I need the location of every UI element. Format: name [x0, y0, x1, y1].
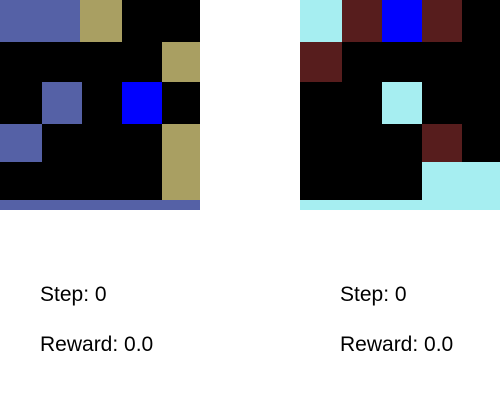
tile-maroon: [422, 124, 462, 162]
step-counter-left: Step: 0: [40, 283, 107, 306]
game-board-right: [300, 0, 500, 210]
tile-olive: [162, 42, 200, 82]
tile-maroon: [300, 42, 342, 82]
reward-display-right: Reward: 0.0: [340, 333, 454, 356]
tile-olive: [80, 0, 122, 42]
reward-display-left: Reward: 0.0: [40, 333, 154, 356]
step-counter-right: Step: 0: [340, 283, 407, 306]
tile-slate: [0, 0, 80, 42]
tile-maroon: [342, 0, 382, 42]
agent-tile: [382, 0, 422, 42]
tile-slate: [0, 124, 42, 162]
tile-cyan: [382, 82, 422, 124]
tile-olive: [162, 124, 200, 202]
game-board-left: [0, 0, 200, 210]
tile-cyan: [300, 0, 342, 42]
bottom-bar-cyan: [300, 200, 500, 210]
tile-slate: [42, 82, 82, 124]
tile-maroon: [422, 0, 462, 42]
agent-tile: [122, 82, 162, 124]
bottom-bar-slate: [0, 200, 200, 210]
